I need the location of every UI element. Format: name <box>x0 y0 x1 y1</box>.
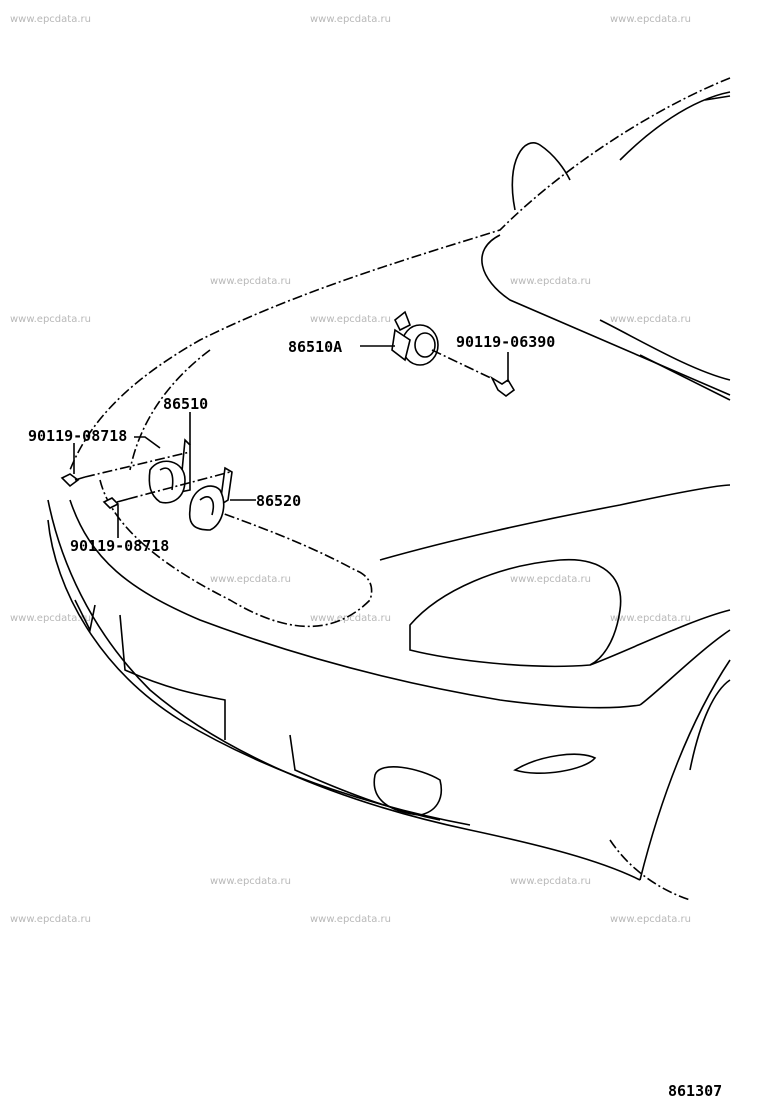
watermark: www.epcdata.ru <box>10 14 91 25</box>
watermark: www.epcdata.ru <box>610 914 691 925</box>
leader-lines <box>73 345 509 538</box>
watermark: www.epcdata.ru <box>310 613 391 624</box>
part-label-86520[interactable]: 86520 <box>256 492 301 510</box>
watermark: www.epcdata.ru <box>10 613 91 624</box>
part-label-90119-06390[interactable]: 90119-06390 <box>456 333 555 351</box>
watermark: www.epcdata.ru <box>610 613 691 624</box>
watermark: www.epcdata.ru <box>310 914 391 925</box>
car-outline <box>47 77 731 901</box>
watermark: www.epcdata.ru <box>210 276 291 287</box>
part-label-90119-08718-upper[interactable]: 90119-08718 <box>28 427 127 445</box>
watermark: www.epcdata.ru <box>10 314 91 325</box>
watermark: www.epcdata.ru <box>310 314 391 325</box>
watermark: www.epcdata.ru <box>210 574 291 585</box>
watermark: www.epcdata.ru <box>510 276 591 287</box>
watermark: www.epcdata.ru <box>510 876 591 887</box>
horn-86520-part <box>188 466 233 531</box>
part-label-86510a[interactable]: 86510A <box>288 338 342 356</box>
watermarks: www.epcdata.ru www.epcdata.ru www.epcdat… <box>10 14 691 925</box>
watermark: www.epcdata.ru <box>210 876 291 887</box>
watermark: www.epcdata.ru <box>310 14 391 25</box>
watermark: www.epcdata.ru <box>610 14 691 25</box>
part-label-86510[interactable]: 86510 <box>163 395 208 413</box>
watermark: www.epcdata.ru <box>10 914 91 925</box>
bolts <box>60 451 231 509</box>
watermark: www.epcdata.ru <box>610 314 691 325</box>
horn-86510a-part <box>391 310 516 397</box>
watermark: www.epcdata.ru <box>510 574 591 585</box>
part-label-90119-08718-lower[interactable]: 90119-08718 <box>70 537 169 555</box>
horn-86510-part <box>148 438 191 504</box>
diagram-id: 861307 <box>668 1082 722 1100</box>
